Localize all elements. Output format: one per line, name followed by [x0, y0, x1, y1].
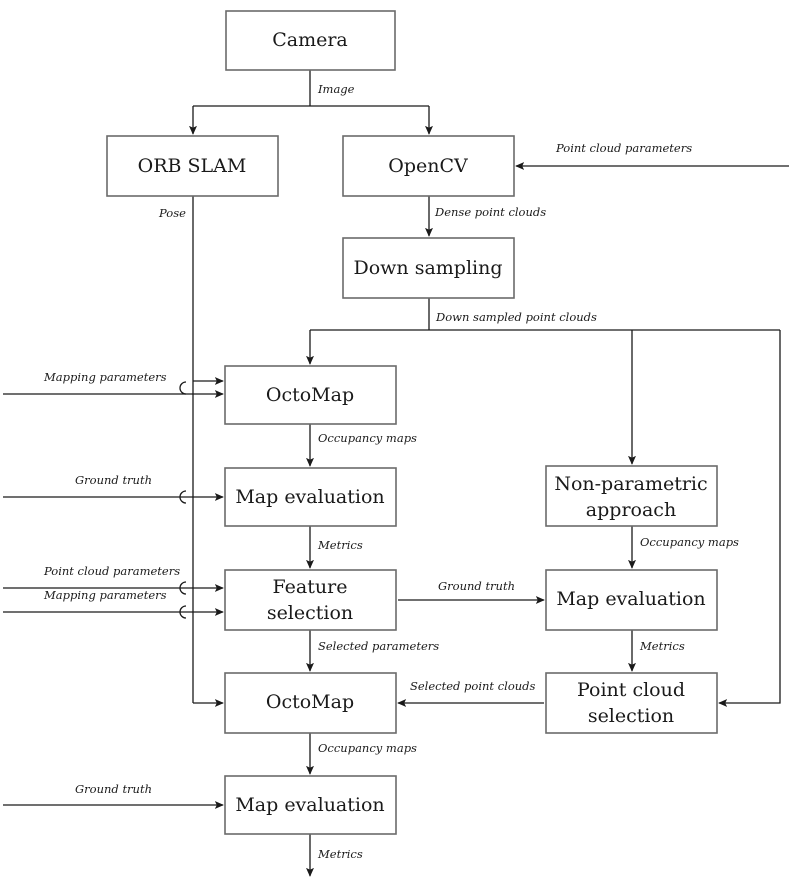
node-label-feature-selection-line2: selection: [267, 602, 353, 624]
node-map-eval-1[interactable]: [224, 467, 397, 527]
node-camera[interactable]: [225, 10, 396, 71]
edge-label-mapping-parameters-1: Mapping parameters: [43, 370, 167, 384]
node-orb-slam[interactable]: [106, 135, 279, 197]
node-map-eval-3[interactable]: [224, 775, 397, 835]
edge-connectors: [3, 70, 789, 877]
edge-label-point-cloud-parameters-2: Point cloud parameters: [43, 564, 180, 578]
edge-label-dense-point-clouds: Dense point clouds: [434, 205, 546, 219]
edge-label-mapping-parameters-2: Mapping parameters: [43, 588, 167, 602]
node-label-point-cloud-selection-line1: Point cloud: [577, 679, 685, 701]
node-feature-selection[interactable]: [224, 569, 397, 631]
node-map-eval-2[interactable]: [545, 569, 718, 631]
node-boxes: [106, 10, 718, 835]
node-label-non-parametric-line1: Non-parametric: [554, 473, 707, 495]
node-label-octomap-1: OctoMap: [266, 384, 354, 406]
node-label-map-eval-2: Map evaluation: [556, 588, 705, 610]
node-labels: Camera ORB SLAM OpenCV Down sampling Oct…: [138, 29, 708, 816]
node-label-orb-slam: ORB SLAM: [138, 155, 247, 177]
node-label-down-sampling: Down sampling: [353, 257, 502, 279]
edge-label-selected-parameters: Selected parameters: [318, 639, 439, 653]
node-non-parametric[interactable]: [545, 465, 718, 527]
node-label-map-eval-1: Map evaluation: [235, 486, 384, 508]
edge-label-ground-truth-1: Ground truth: [75, 473, 152, 487]
wire-jump-mappingparams-2: [179, 605, 187, 619]
wire-jump-pointcloudparams-2: [179, 581, 187, 595]
node-octomap-2[interactable]: [224, 672, 397, 734]
node-label-opencv: OpenCV: [388, 155, 468, 177]
node-label-non-parametric-line2: approach: [586, 499, 676, 521]
edge-label-occupancy-maps-1: Occupancy maps: [318, 431, 417, 445]
edge-label-occupancy-maps-3: Occupancy maps: [318, 741, 417, 755]
node-label-octomap-2: OctoMap: [266, 691, 354, 713]
node-label-feature-selection-line1: Feature: [273, 576, 348, 598]
node-octomap-1[interactable]: [224, 365, 397, 425]
edge-label-metrics-1: Metrics: [317, 538, 363, 552]
edge-label-image: Image: [317, 82, 355, 96]
edge-label-down-sampled-point-clouds: Down sampled point clouds: [435, 310, 597, 324]
edge-label-ground-truth-3: Ground truth: [75, 782, 152, 796]
edge-label-selected-point-clouds: Selected point clouds: [410, 679, 536, 693]
edge-label-ground-truth-2: Ground truth: [438, 579, 515, 593]
edge-label-pose: Pose: [158, 206, 186, 220]
edge-labels: Image Point cloud parameters Pose Dense …: [43, 82, 739, 861]
edge-label-occupancy-maps-2: Occupancy maps: [640, 535, 739, 549]
edge-label-metrics-2: Metrics: [639, 639, 685, 653]
node-label-map-eval-3: Map evaluation: [235, 794, 384, 816]
edge-label-metrics-3: Metrics: [317, 847, 363, 861]
node-label-camera: Camera: [272, 29, 348, 51]
node-label-point-cloud-selection-line2: selection: [588, 705, 674, 727]
node-point-cloud-selection[interactable]: [545, 672, 718, 734]
node-opencv[interactable]: [342, 135, 515, 197]
wire-jump-groundtruth-1: [179, 490, 187, 504]
edge-bus-to-pointcloudselection: [718, 330, 781, 708]
edge-label-point-cloud-parameters-top: Point cloud parameters: [555, 141, 692, 155]
wire-jump-mappingparams-1: [179, 381, 187, 395]
node-down-sampling[interactable]: [342, 237, 515, 299]
